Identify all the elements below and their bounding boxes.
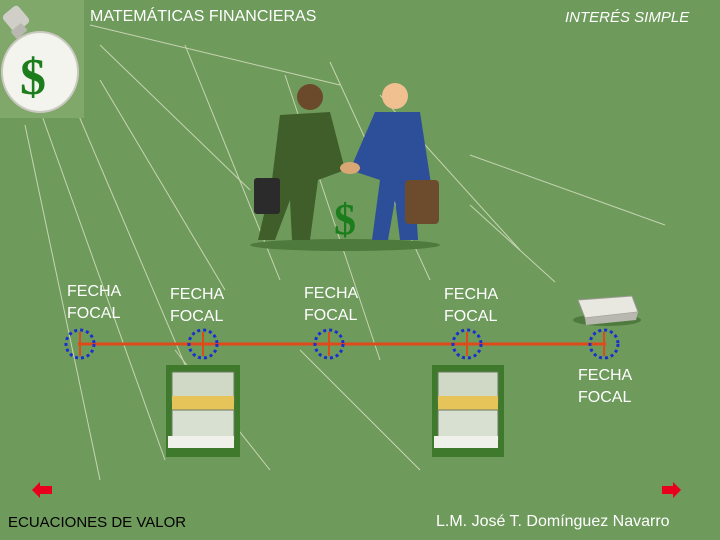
focal-word-1: FECHA <box>304 283 358 305</box>
focal-word-2: FOCAL <box>304 305 358 327</box>
page-title: MATEMÁTICAS FINANCIERAS <box>90 8 316 26</box>
focal-word-1: FECHA <box>578 365 632 387</box>
focal-word-1: FECHA <box>170 284 224 306</box>
equations-link[interactable]: ECUACIONES DE VALOR <box>8 514 186 531</box>
focal-date-label-4: FECHA FOCAL <box>444 284 498 328</box>
focal-word-1: FECHA <box>444 284 498 306</box>
arrow-left-icon[interactable] <box>32 482 52 498</box>
focal-word-2: FOCAL <box>67 303 121 325</box>
focal-word-2: FOCAL <box>444 306 498 328</box>
decorative-lines <box>25 25 665 480</box>
arrow-right-icon[interactable] <box>662 482 681 498</box>
handshake-icon: $ <box>250 83 440 251</box>
money-stack-icon <box>166 365 240 457</box>
topic-title: INTERÉS SIMPLE <box>565 9 689 26</box>
focal-date-label-2: FECHA FOCAL <box>170 284 224 328</box>
focal-word-2: FOCAL <box>170 306 224 328</box>
author-credit: L.M. José T. Domínguez Navarro <box>436 513 670 531</box>
svg-text:$: $ <box>20 49 46 106</box>
lightbulb-dollar-icon: $ <box>0 0 84 118</box>
money-stack-icon <box>432 365 504 457</box>
focal-word-2: FOCAL <box>578 387 632 409</box>
focal-date-label-3: FECHA FOCAL <box>304 283 358 327</box>
coin-stack-icon <box>573 296 641 326</box>
focal-date-label-1: FECHA FOCAL <box>67 281 121 325</box>
focal-date-label-5: FECHA FOCAL <box>578 365 632 409</box>
focal-word-1: FECHA <box>67 281 121 303</box>
svg-text:$: $ <box>334 195 356 244</box>
